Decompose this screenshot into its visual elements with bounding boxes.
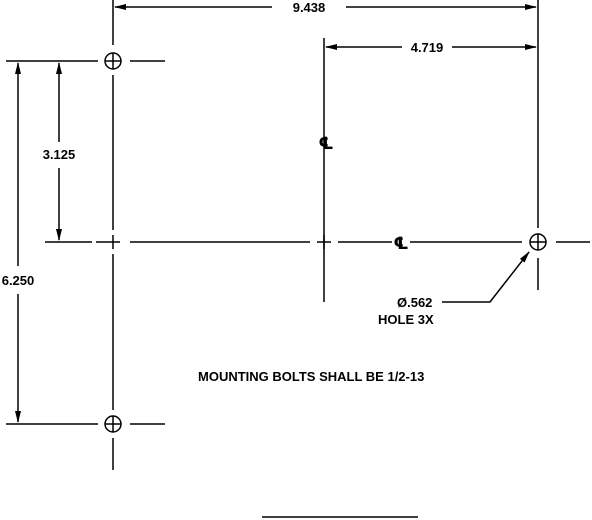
dimension-half-height: 3.125 (43, 147, 76, 162)
dimension-overall-height: 6.250 (2, 273, 35, 288)
dimension-overall-width: 9.438 (293, 0, 326, 15)
hole-callout-diameter: Ø.562 (397, 295, 432, 310)
centerline-symbol-horizontal: ℄ (393, 234, 408, 253)
hole-callout-count: HOLE 3X (378, 312, 434, 327)
dimension-half-width: 4.719 (411, 40, 444, 55)
mounting-note: MOUNTING BOLTS SHALL BE 1/2-13 (198, 369, 424, 384)
centerline-symbol-vertical: ℄ (318, 134, 333, 153)
hole-callout-leader (442, 251, 530, 303)
